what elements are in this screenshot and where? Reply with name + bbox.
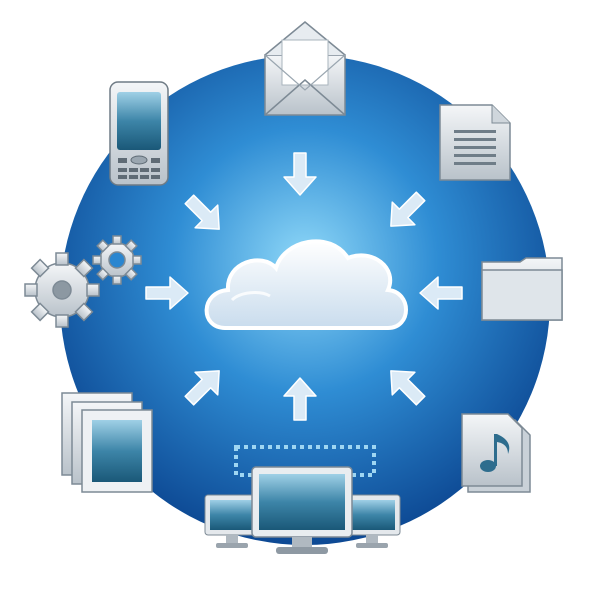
document-icon [439, 104, 511, 181]
envelope-icon [264, 21, 346, 116]
mobile-phone-icon [109, 81, 169, 186]
monitor-right [344, 494, 401, 548]
monitors-network-icon [204, 445, 401, 554]
gear-small-icon [92, 235, 142, 285]
gears-icon [24, 235, 142, 328]
folder-icon [481, 257, 563, 321]
cloud-icon [204, 239, 408, 330]
monitor-center [251, 466, 353, 554]
photos-icon [61, 392, 153, 493]
gear-large-icon [24, 252, 100, 328]
music-file-icon [461, 413, 531, 493]
